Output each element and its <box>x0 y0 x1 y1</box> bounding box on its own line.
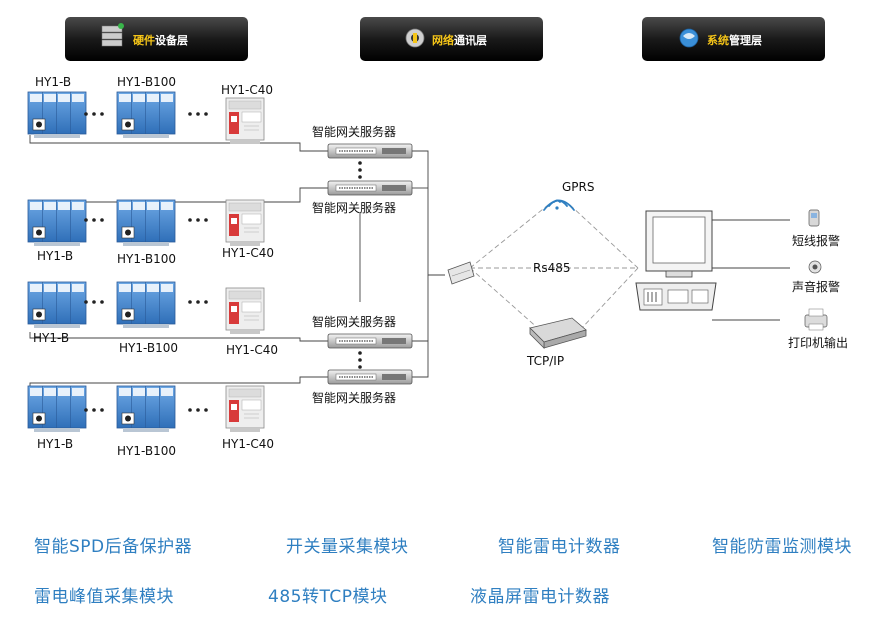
category-item[interactable]: 液晶屏雷电计数器 <box>470 587 610 607</box>
vertical-dots <box>358 161 362 179</box>
ellipsis-dots <box>84 112 104 116</box>
device-label: HY1-B100 <box>119 341 178 355</box>
device-row-3: HY1-B HY1-B100 HY1-C40 <box>27 281 278 357</box>
device-label: HY1-B100 <box>117 75 176 89</box>
header-system-b: 管理层 <box>729 33 762 47</box>
gateway-label: 智能网关服务器 <box>312 124 396 139</box>
device-row-1: HY1-B HY1-B100 HY1-C40 <box>27 75 273 145</box>
device-label: HY1-B100 <box>117 252 176 266</box>
network-globe-icon <box>405 28 425 48</box>
ellipsis-dots <box>188 300 208 304</box>
system-monitor-icon <box>679 28 699 48</box>
header-network-layer: 网络通讯层 <box>360 17 543 61</box>
device-label: HY1-B <box>37 249 73 263</box>
header-system-layer: 系统管理层 <box>642 17 825 61</box>
category-item[interactable]: 雷电峰值采集模块 <box>34 587 174 607</box>
device-label: HY1-C40 <box>221 83 273 97</box>
tcpip-label: TCP/IP <box>526 354 564 368</box>
network-links <box>469 204 639 331</box>
ellipsis-dots <box>188 218 208 222</box>
output-printer: 打印机输出 <box>788 308 848 350</box>
header-hardware-b: 设备层 <box>155 33 188 47</box>
device-label: HY1-B100 <box>117 444 176 458</box>
switch-device <box>529 317 587 349</box>
counter-module <box>225 199 265 247</box>
spd-module <box>27 91 87 139</box>
gateway-servers: 智能网关服务器 智能网关服务器 智能网关服务器 智能网关服务器 <box>312 124 413 405</box>
gateway-label: 智能网关服务器 <box>312 314 396 329</box>
device-label: HY1-B <box>37 437 73 451</box>
rs485-label: Rs485 <box>533 261 571 275</box>
spd-module <box>116 199 176 247</box>
gateway-server <box>327 369 413 385</box>
output-label: 声音报警 <box>792 279 840 294</box>
ellipsis-dots <box>84 408 104 412</box>
gateway-server <box>327 333 413 349</box>
phone-icon <box>808 209 820 227</box>
category-item[interactable]: 智能SPD后备保护器 <box>34 537 193 557</box>
gateway-label: 智能网关服务器 <box>312 200 396 215</box>
output-sound-alarm: 声音报警 <box>792 260 840 294</box>
spd-module <box>116 91 176 139</box>
spd-module <box>27 385 87 433</box>
output-label: 打印机输出 <box>788 335 848 350</box>
printer-icon <box>804 308 828 331</box>
svg-text:网络通讯层: 网络通讯层 <box>432 33 487 47</box>
device-row-4: HY1-B HY1-B100 HY1-C40 <box>27 385 274 458</box>
gateway-label: 智能网关服务器 <box>312 390 396 405</box>
device-label: HY1-B <box>33 331 69 345</box>
header-network-a: 网络 <box>432 33 454 47</box>
speaker-icon <box>808 260 822 274</box>
device-row-2: HY1-B HY1-B100 HY1-C40 <box>27 199 274 266</box>
vertical-dots <box>358 351 362 369</box>
ellipsis-dots <box>84 300 104 304</box>
svg-text:硬件设备层: 硬件设备层 <box>133 33 188 47</box>
spd-module <box>116 281 176 329</box>
device-label: HY1-B <box>35 75 71 89</box>
gateway-server <box>327 143 413 159</box>
output-label: 短线报警 <box>792 233 840 248</box>
spd-module <box>116 385 176 433</box>
header-network-b: 通讯层 <box>454 34 487 47</box>
header-hardware-layer: 硬件设备层 <box>65 17 248 61</box>
spd-module <box>27 199 87 247</box>
header-hardware-a: 硬件 <box>133 33 155 47</box>
gprs-label: GPRS <box>562 180 595 194</box>
header-system-a: 系统 <box>707 33 729 47</box>
server-stack-icon <box>101 23 124 47</box>
category-item[interactable]: 开关量采集模块 <box>286 537 409 557</box>
gateway-server <box>327 180 413 196</box>
ellipsis-dots <box>84 218 104 222</box>
counter-module <box>225 385 265 433</box>
svg-text:系统管理层: 系统管理层 <box>707 33 762 47</box>
converter-device <box>447 261 475 285</box>
category-item[interactable]: 智能雷电计数器 <box>498 537 621 557</box>
ellipsis-dots <box>188 112 208 116</box>
counter-module <box>225 287 265 335</box>
ellipsis-dots <box>188 408 208 412</box>
device-label: HY1-C40 <box>226 343 278 357</box>
category-item[interactable]: 485转TCP模块 <box>268 587 388 607</box>
spd-module <box>27 281 87 329</box>
output-sms-alarm: 短线报警 <box>792 209 840 248</box>
workstation-computer <box>635 210 717 311</box>
counter-module <box>225 97 265 145</box>
category-item[interactable]: 智能防雷监测模块 <box>712 537 852 557</box>
device-label: HY1-C40 <box>222 437 274 451</box>
device-label: HY1-C40 <box>222 246 274 260</box>
gprs-signal-icon <box>543 199 575 211</box>
